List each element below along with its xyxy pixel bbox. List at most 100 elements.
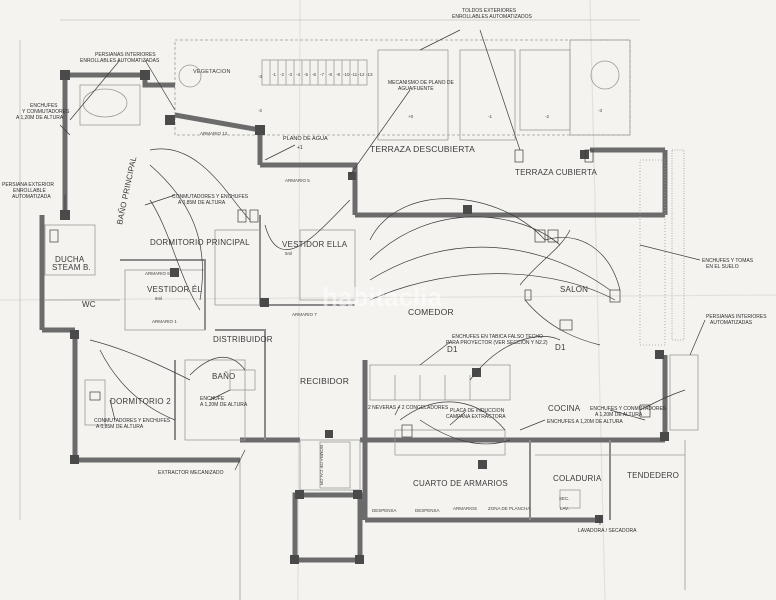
note-enchufes-conmutadores: A 1,20M DE ALTURA bbox=[595, 412, 643, 418]
note-proyector: ENCHUFES EN TABICA FALSO TECHO bbox=[452, 334, 543, 340]
label-ducha: DUCHA bbox=[55, 255, 85, 264]
label-d1-left: D1 bbox=[447, 345, 458, 354]
walls bbox=[39, 72, 668, 563]
note-conmutadores-dorm: CONMUTADORES Y ENCHUFES bbox=[94, 418, 171, 424]
round-planter bbox=[178, 64, 202, 88]
note-enchufes-suelo: EN EL SUELO bbox=[706, 264, 739, 270]
note-enchufes-conmutadores: ENCHUFES Y CONMUTADORES bbox=[590, 406, 667, 412]
stair-step-level: -12 bbox=[358, 72, 365, 77]
paper-fold bbox=[0, 294, 776, 301]
note-enchufes: ENCHUFES bbox=[30, 103, 58, 109]
label-vestidor-ella-area: 5ml bbox=[285, 251, 292, 256]
label-recibidor: RECIBIDOR bbox=[300, 376, 349, 386]
note-enchufes-suelo: ENCHUFES Y TOMAS bbox=[702, 258, 754, 264]
note-enchufe-bano: ENCHUFE bbox=[200, 396, 225, 402]
stair-step-level: -2 bbox=[280, 72, 284, 77]
note-conmutadores-dorm: A 0,85M DE ALTURA bbox=[96, 424, 144, 430]
label-vestidor-el: VESTIDOR ÉL bbox=[147, 285, 202, 294]
stair-step-level: -8 bbox=[328, 72, 332, 77]
stair-step-level: -3 bbox=[288, 72, 292, 77]
partitions bbox=[19, 19, 699, 600]
note-induccion: PLACA DE INDUCCION bbox=[450, 408, 505, 414]
room-labels: VEGETACION ARMARIO 12 TERRAZA DESCUBIERT… bbox=[52, 69, 679, 513]
note-extractor: EXTRACTOR MECANIZADO bbox=[158, 470, 224, 476]
label-cuarto-armarios: CUARTO DE ARMARIOS bbox=[413, 479, 508, 488]
note-conmutadores: CONMUTADORES Y ENCHUFES bbox=[172, 194, 249, 200]
note-proyector: PARA PROYECTOR (VER SECCION Y N2.2) bbox=[446, 340, 548, 346]
note-persiana-exterior: AUTOMATIZADA bbox=[12, 194, 51, 200]
note-enchufes-cocina: ENCHUFES A 1,20M DE ALTURA bbox=[547, 419, 623, 425]
label-armario5: ARMARIO 5 bbox=[285, 178, 310, 183]
level-marker: -1 bbox=[488, 114, 492, 119]
label-armario7: ARMARIO 7 bbox=[292, 312, 317, 317]
stair-step-level: -10 bbox=[343, 72, 350, 77]
label-dormitorio2: DORMITORIO 2 bbox=[110, 397, 171, 406]
label-armario1: ARMARIO 1 bbox=[152, 319, 177, 324]
note-plano-agua: PLANO DE AGUA bbox=[283, 136, 328, 142]
note-neveras: 2 NEVERAS + 2 CONGELADORES bbox=[368, 405, 449, 411]
stair-step-level: -6 bbox=[312, 72, 316, 77]
label-lav: LAV. bbox=[560, 506, 569, 511]
label-comedor: COMEDOR bbox=[408, 307, 454, 317]
level-marker: -3 bbox=[598, 108, 602, 113]
label-armario12: ARMARIO 12 bbox=[200, 131, 228, 136]
label-vestidor-el-area: 5ml bbox=[155, 296, 162, 301]
note-mecanismo: AGUA/FUENTE bbox=[398, 86, 434, 92]
label-terraza-cubierta: TERRAZA CUBIERTA bbox=[515, 168, 597, 177]
note-toldos: ENROLLABLES AUTOMATIZADOS bbox=[452, 14, 533, 20]
label-terraza-descubierta: TERRAZA DESCUBIERTA bbox=[370, 144, 475, 154]
label-bano: BAÑO bbox=[212, 372, 235, 381]
level-markers: -3 -2 +0 -1 -2 -3 -1 -2 -3 -4 -5 -6 -7 -… bbox=[258, 72, 602, 119]
label-despensa2: DESPENSA bbox=[415, 508, 440, 513]
level-marker: -2 bbox=[545, 114, 549, 119]
level-marker: -3 bbox=[258, 74, 262, 79]
outlet-symbols bbox=[49, 149, 651, 438]
note-persianas-interiores: PERSIANAS INTERIORES bbox=[95, 52, 156, 58]
label-distribuidor: DISTRIBUIDOR bbox=[213, 335, 273, 344]
label-salon: SALON bbox=[560, 285, 588, 294]
label-armario6: ARMARIO 6 bbox=[145, 271, 170, 276]
note-toldos: TOLDOS EXTERIORES bbox=[462, 8, 517, 14]
label-vestidor-ella: VESTIDOR ELLA bbox=[282, 240, 348, 249]
label-coladuria: COLADURIA bbox=[553, 474, 602, 483]
annotation-leaders bbox=[59, 29, 706, 525]
note-plano-agua-level: +1 bbox=[297, 145, 303, 151]
stair-step-level: -7 bbox=[320, 72, 324, 77]
pool-block bbox=[377, 49, 449, 141]
label-sec: SEC. bbox=[559, 496, 570, 501]
label-vegetacion: VEGETACION bbox=[193, 69, 231, 75]
note-induccion: CAMPANA EXTRACTORA bbox=[446, 414, 506, 420]
structural-columns bbox=[60, 70, 669, 564]
pool-block bbox=[519, 49, 571, 131]
pool-block bbox=[459, 49, 516, 141]
label-d1-right: D1 bbox=[555, 343, 566, 352]
label-despensa1: DESPENSA bbox=[372, 508, 397, 513]
stair-step-level: -4 bbox=[296, 72, 300, 77]
note-enchufe-bano: A 1,20M DE ALTURA bbox=[200, 402, 248, 408]
label-steam: STEAM B. bbox=[52, 263, 91, 272]
note-persianas-right: AUTOMATIZADAS bbox=[710, 320, 753, 326]
level-marker: +0 bbox=[408, 114, 414, 119]
stair-step-level: -11 bbox=[351, 72, 358, 77]
note-persianas-right: PERSIANAS INTERIORES bbox=[706, 314, 767, 320]
note-enchufes: Y CONMUTADORES bbox=[22, 109, 70, 115]
label-cocina: COCINA bbox=[548, 404, 581, 413]
stair-step-level: -1 bbox=[272, 72, 276, 77]
paper-fold bbox=[297, 0, 301, 600]
note-mecanismo: MECANISMO DE PLANO DE bbox=[388, 80, 455, 86]
paper-fold bbox=[589, 0, 606, 600]
note-persiana-exterior: PERSIANA EXTERIOR bbox=[2, 182, 54, 188]
note-lavadora: LAVADORA / SECADORA bbox=[578, 528, 637, 534]
stair-step-level: -9 bbox=[336, 72, 340, 77]
label-bomba-calor: BOMBA DE CALOR bbox=[319, 445, 324, 486]
stair-step-level: -13 bbox=[366, 72, 373, 77]
label-tendedero: TENDEDERO bbox=[627, 471, 679, 480]
annotations: TOLDOS EXTERIORES ENROLLABLES AUTOMATIZA… bbox=[2, 8, 767, 534]
staircase bbox=[261, 59, 368, 86]
note-persianas-interiores: ENROLLABLES AUTOMATIZADAS bbox=[80, 58, 160, 64]
label-zona-plancha: ZONA DE PLANCHA bbox=[488, 506, 530, 511]
note-conmutadores: A 0,85M DE ALTURA bbox=[178, 200, 226, 206]
label-armarios: ARMARIOS bbox=[453, 506, 477, 511]
